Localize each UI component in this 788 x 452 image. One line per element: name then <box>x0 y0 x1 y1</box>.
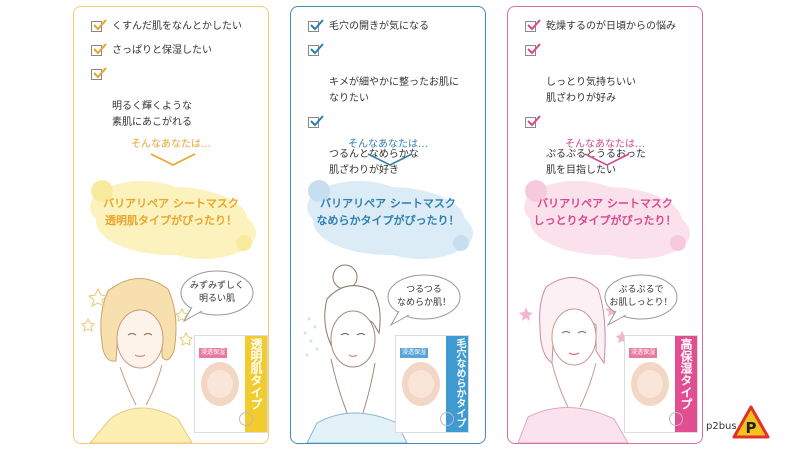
check-item: さっぱりと保湿したい <box>91 43 263 59</box>
check-text: ぷるぷるとうるおった 肌を目指したい <box>546 149 646 176</box>
check-item: つるんとなめらかな 肌ざわりが好き <box>308 115 480 179</box>
chevron-down-icon <box>584 153 630 166</box>
speech-text: みずみずしく 明るい肌 <box>189 281 244 304</box>
check-text: 乾燥するのが日頃からの悩み <box>546 21 676 32</box>
bubble-line-1: バリアリペア シートマスク <box>320 197 456 210</box>
bubble-line-2: 透明肌タイプがぴったり！ <box>105 214 237 227</box>
speech-shape <box>180 270 254 323</box>
woman-illustration <box>81 278 193 443</box>
checkbox-icon <box>91 67 107 80</box>
product-band: 透明肌タイプ <box>245 336 267 432</box>
check-item: 乾燥するのが日頃からの悩み <box>525 19 697 35</box>
recommend-bubble: バリアリペア シートマスク しっとりタイプがぴったり！ <box>516 177 694 265</box>
chevron-down-icon <box>367 153 413 166</box>
product-band: 毛穴なめらかタイプ <box>446 336 468 432</box>
product-tag: 浸透保湿 <box>629 348 657 358</box>
bubble-text: バリアリペア シートマスク なめらかタイプがぴったり！ <box>299 195 477 229</box>
chevron-down-icon <box>150 153 196 166</box>
lead-text: そんなあなたは… <box>565 139 645 150</box>
bubble-shape <box>307 180 473 259</box>
recommend-bubble: バリアリペア シートマスク なめらかタイプがぴったり！ <box>299 177 477 265</box>
check-text: さっぱりと保湿したい <box>112 45 212 56</box>
bubble-shape <box>90 180 256 259</box>
check-text: 毛穴の開きが気になる <box>329 21 429 32</box>
lead-text: そんなあなたは… <box>348 139 428 150</box>
check-text: つるんとなめらかな 肌ざわりが好き <box>329 149 419 176</box>
speech-shape <box>387 274 461 327</box>
product-seal-icon <box>669 412 683 426</box>
checkbox-icon <box>525 43 541 56</box>
product-seal-icon <box>440 412 454 426</box>
check-item: 毛穴の開きが気になる <box>308 19 480 35</box>
product-band-text: 毛穴なめらかタイプ <box>454 338 465 428</box>
recommend-bubble: バリアリペア シートマスク 透明肌タイプがぴったり！ <box>82 177 260 265</box>
checklist: 毛穴の開きが気になる キメが細やかに整ったお肌に なりたい つるんとなめらかな … <box>308 19 480 187</box>
checkbox-icon <box>525 19 541 32</box>
speech-shape <box>604 274 678 327</box>
speech-bubble: みずみずしく 明るい肌 <box>178 269 256 323</box>
panel-clear-skin: くすんだ肌をなんとかしたい さっぱりと保湿したい 明るく輝くような 素肌にあこが… <box>73 6 269 444</box>
product-package: 浸透保湿 毛穴なめらかタイプ <box>395 335 469 433</box>
bubble-text: バリアリペア シートマスク しっとりタイプがぴったり！ <box>516 195 694 229</box>
checklist: 乾燥するのが日頃からの悩み しっとり気持ちいい 肌ざわりが好み ぷるぷるとうるお… <box>525 19 697 187</box>
bubble-shape <box>524 180 690 259</box>
checkbox-icon <box>308 43 324 56</box>
check-item: 明るく輝くような 素肌にあこがれる <box>91 67 263 131</box>
site-logo-mark: P <box>746 419 757 437</box>
speech-bubble: つるつる なめらか肌！ <box>385 273 463 327</box>
check-item: しっとり気持ちいい 肌ざわりが好み <box>525 43 697 107</box>
bubble-line-2: なめらかタイプがぴったり！ <box>316 214 460 227</box>
check-text: くすんだ肌をなんとかしたい <box>112 21 242 32</box>
product-band-text: 高保湿タイプ <box>679 338 693 410</box>
check-text: しっとり気持ちいい 肌ざわりが好み <box>546 77 636 104</box>
product-tag: 浸透保湿 <box>199 348 227 358</box>
panel-smooth-skin: 毛穴の開きが気になる キメが細やかに整ったお肌に なりたい つるんとなめらかな … <box>290 6 486 444</box>
site-logo-text: p2bus <box>706 421 737 432</box>
speech-text: ぷるぷるで お肌しっとり！ <box>609 285 673 308</box>
product-tag: 浸透保湿 <box>400 348 428 358</box>
checkbox-icon <box>308 19 324 32</box>
product-package: 浸透保湿 高保湿タイプ <box>624 335 698 433</box>
checklist: くすんだ肌をなんとかしたい さっぱりと保湿したい 明るく輝くような 素肌にあこが… <box>91 19 263 139</box>
product-package: 浸透保湿 透明肌タイプ <box>194 335 268 433</box>
bubble-line-2: しっとりタイプがぴったり！ <box>533 214 677 227</box>
panel-moist-skin: 乾燥するのが日頃からの悩み しっとり気持ちいい 肌ざわりが好み ぷるぷるとうるお… <box>507 6 703 444</box>
bubble-line-1: バリアリペア シートマスク <box>537 197 673 210</box>
check-item: くすんだ肌をなんとかしたい <box>91 19 263 35</box>
check-item: キメが細やかに整ったお肌に なりたい <box>308 43 480 107</box>
check-text: 明るく輝くような 素肌にあこがれる <box>112 101 192 128</box>
check-item: ぷるぷるとうるおった 肌を目指したい <box>525 115 697 179</box>
baby-face-icon <box>637 370 663 398</box>
bubble-line-1: バリアリペア シートマスク <box>103 197 239 210</box>
product-band-text: 透明肌タイプ <box>249 338 263 410</box>
site-logo-icon: P <box>732 405 770 439</box>
checkbox-icon <box>308 115 324 128</box>
baby-face-icon <box>408 370 434 398</box>
woman-illustration <box>517 277 629 443</box>
baby-face-icon <box>207 370 233 398</box>
bubble-text: バリアリペア シートマスク 透明肌タイプがぴったり！ <box>82 195 260 229</box>
product-seal-icon <box>239 412 253 426</box>
speech-bubble: ぷるぷるで お肌しっとり！ <box>602 273 680 327</box>
checkbox-icon <box>91 19 107 32</box>
product-band: 高保湿タイプ <box>675 336 697 432</box>
check-text: キメが細やかに整ったお肌に なりたい <box>329 77 459 104</box>
speech-text: つるつる なめらか肌！ <box>396 285 451 308</box>
checkbox-icon <box>525 115 541 128</box>
woman-illustration <box>303 264 408 443</box>
checkbox-icon <box>91 43 107 56</box>
lead-text: そんなあなたは… <box>131 139 211 150</box>
